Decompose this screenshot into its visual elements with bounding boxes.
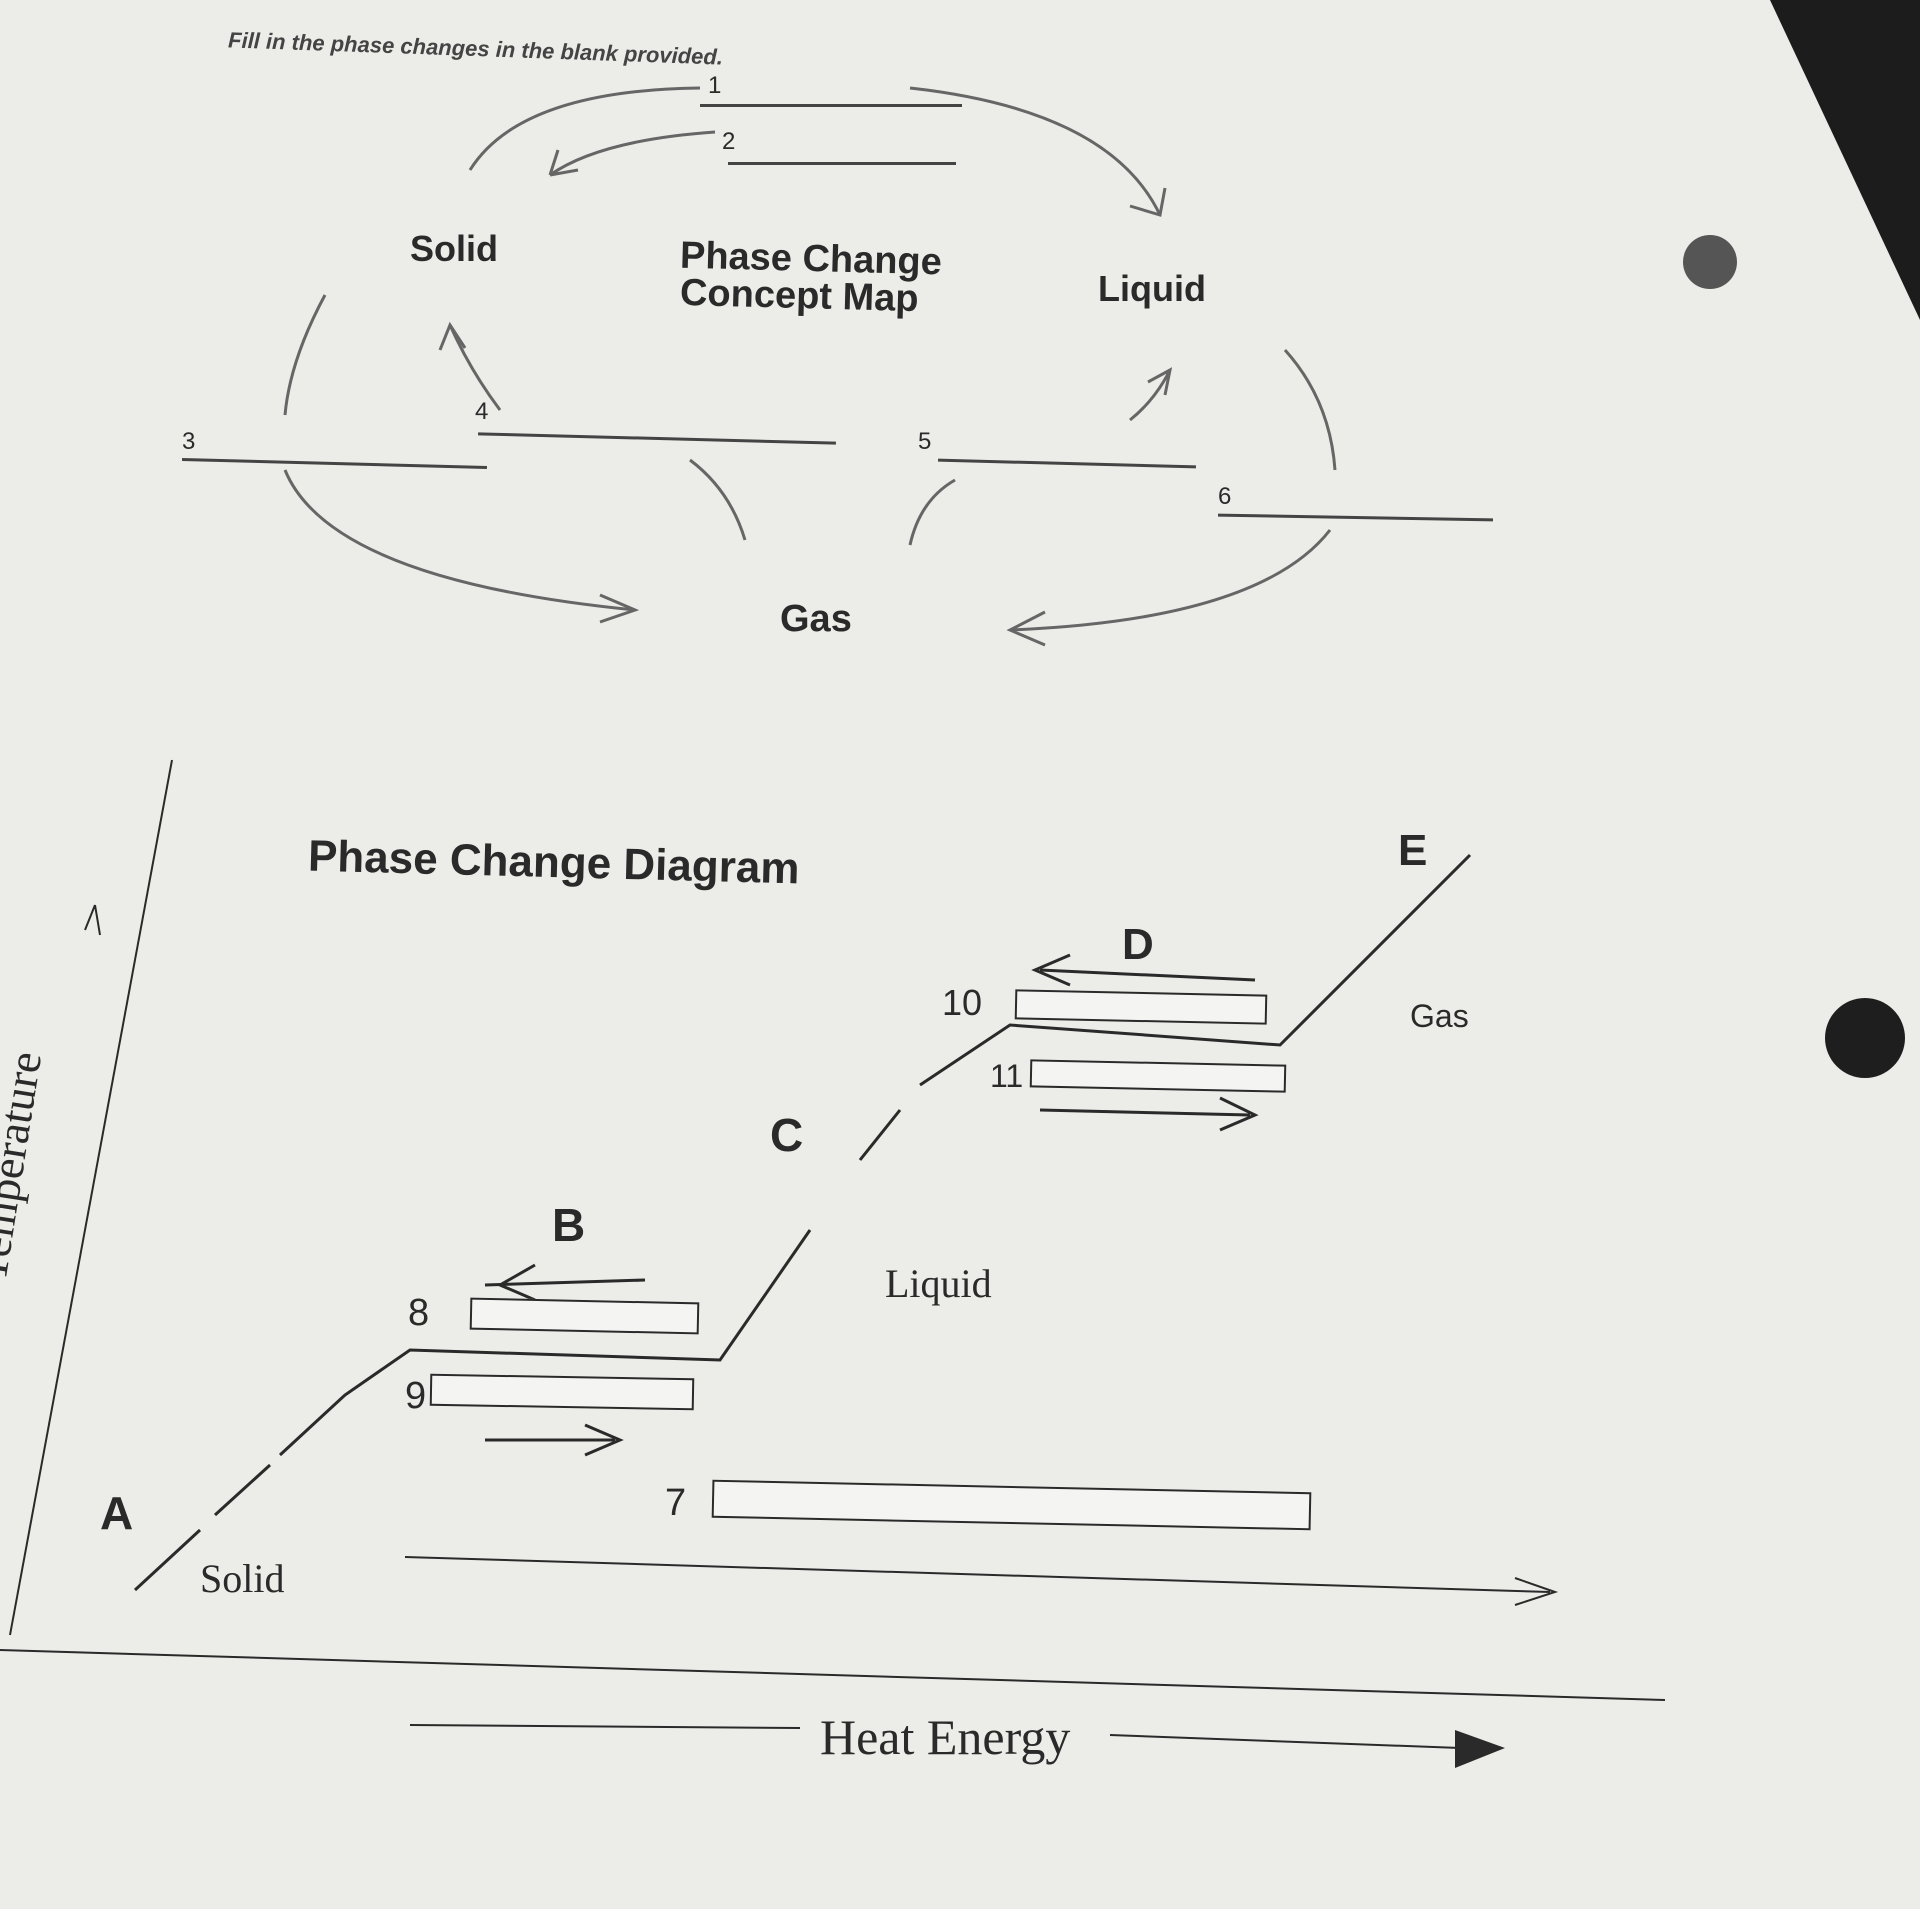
arrow-3-down	[283, 469, 636, 612]
heat-energy-arrowhead	[1455, 1730, 1505, 1768]
arrow-2-head	[548, 149, 579, 177]
blank-3-number: 3	[182, 428, 196, 455]
curve-liquid-and-vaporizing	[858, 853, 1472, 1161]
region-label-d: D	[1122, 920, 1154, 969]
blank-5-number: 5	[918, 428, 932, 455]
state-gas: Gas	[780, 598, 852, 640]
arrow-8-line	[484, 1278, 646, 1287]
box-10-number: 10	[942, 982, 983, 1023]
heating-curve	[133, 853, 1472, 1592]
arrow-6-down	[1009, 529, 1332, 632]
arrow-3-up	[283, 294, 327, 416]
answer-box-11[interactable]	[1029, 1059, 1287, 1093]
blank-2-number: 2	[722, 128, 736, 155]
x-axis-line	[0, 1649, 1666, 1701]
punch-hole-top	[1683, 235, 1737, 289]
region-label-e: E	[1398, 826, 1428, 875]
state-label-gas: Gas	[1410, 998, 1469, 1034]
region-label-c: C	[770, 1109, 804, 1161]
arrow-4-down	[689, 458, 747, 541]
box-7-number: 7	[665, 1482, 687, 1524]
blank-1-number: 1	[708, 72, 722, 99]
arrow-8-head	[496, 1263, 536, 1302]
arrow-1-head	[1129, 187, 1167, 217]
answer-box-10[interactable]	[1014, 989, 1268, 1025]
punch-hole-middle	[1825, 998, 1905, 1078]
concept-map-arrows	[283, 86, 1337, 647]
arrow-4-head	[438, 321, 467, 351]
x-axis-label: Heat Energy	[820, 1709, 1071, 1765]
arrow-7-line	[404, 1556, 1551, 1593]
arrow-7-head	[1514, 1577, 1559, 1606]
state-liquid: Liquid	[1098, 268, 1206, 309]
arrow-5-up	[908, 478, 956, 546]
region-label-a: A	[100, 1487, 134, 1539]
box-8-number: 8	[408, 1292, 430, 1334]
blank-2-line[interactable]	[728, 162, 956, 165]
blank-1-line[interactable]	[700, 104, 962, 107]
heat-energy-line-left	[409, 1724, 801, 1729]
y-axis-line	[9, 759, 173, 1636]
arrow-10-line	[1039, 968, 1256, 982]
answer-box-9[interactable]	[429, 1373, 695, 1411]
curve-solid-and-melting	[133, 1229, 812, 1592]
state-label-solid: Solid	[200, 1556, 285, 1601]
state-label-liquid: Liquid	[885, 1261, 992, 1306]
arrow-5-right	[1129, 369, 1172, 422]
region-label-b: B	[552, 1199, 586, 1251]
y-axis-arrowhead	[84, 904, 101, 936]
arrow-11-head	[1219, 1096, 1259, 1132]
arrow-2-left	[549, 130, 716, 177]
arrow-11-line	[1039, 1108, 1251, 1117]
arrow-9-head	[584, 1423, 624, 1457]
arrow-10-head	[1031, 953, 1071, 987]
arrow-6-head	[1006, 610, 1046, 647]
concept-map-title-line-2: Concept Map	[679, 271, 920, 321]
blank-6-number: 6	[1218, 483, 1232, 510]
heat-energy-line-right	[1109, 1734, 1461, 1749]
arrow-5-head	[1147, 367, 1173, 396]
state-solid: Solid	[410, 228, 498, 269]
arrow-1-left	[468, 86, 701, 171]
answer-box-8[interactable]	[469, 1297, 700, 1335]
arrow-1-right	[909, 86, 1162, 216]
blank-4-number: 4	[475, 398, 489, 425]
arrow-3-head	[599, 593, 640, 624]
diagram-axes	[0, 759, 1666, 1749]
box-11-number: 11	[990, 1058, 1024, 1094]
box-9-number: 9	[405, 1375, 427, 1417]
arrow-6-up	[1283, 348, 1337, 471]
